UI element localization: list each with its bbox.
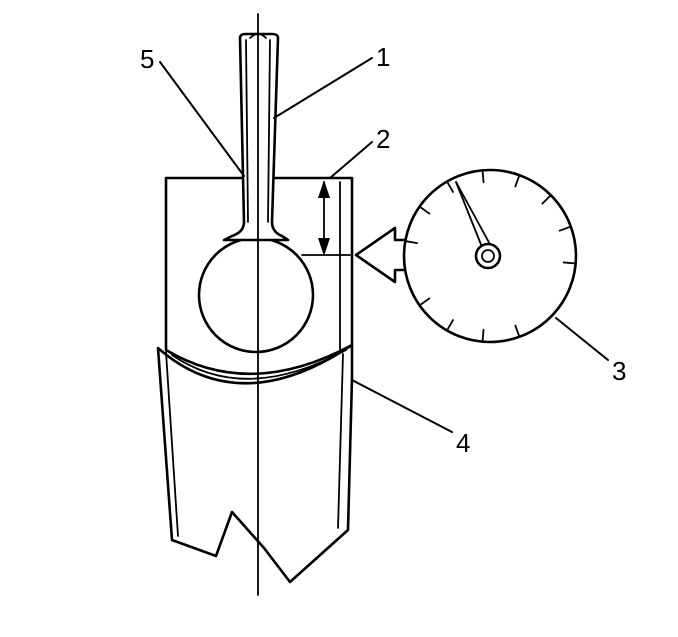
- dial-tick: [418, 205, 431, 215]
- callout-5: 5: [140, 44, 154, 74]
- pointer-arrow: [354, 226, 412, 284]
- slot-tool: [222, 32, 290, 242]
- leader-1: [273, 57, 373, 119]
- dial-tick: [481, 328, 485, 343]
- bore-circle: [197, 236, 315, 354]
- dial-tick: [418, 297, 431, 307]
- callout-3: 3: [612, 356, 626, 386]
- dial-gauge-icon: [402, 168, 578, 344]
- dial-tick: [558, 225, 572, 232]
- dial-tick: [541, 194, 552, 205]
- callout-4: 4: [456, 428, 470, 458]
- dial-tick: [404, 240, 419, 245]
- leader-2: [329, 141, 373, 179]
- dial-tick: [514, 324, 521, 338]
- leader-5: [159, 61, 245, 177]
- callout-2: 2: [376, 124, 390, 154]
- leader-3: [555, 317, 609, 361]
- callout-1: 1: [376, 42, 390, 72]
- dimension-arrow: [301, 180, 351, 256]
- leader-4: [351, 379, 453, 433]
- dial-tick: [446, 319, 454, 332]
- dial-tick: [514, 174, 521, 188]
- outer-housing: [156, 343, 354, 584]
- dial-tick: [562, 261, 577, 265]
- dial-tick: [446, 180, 454, 193]
- dial-tick: [481, 169, 485, 184]
- dial-ticks: [404, 169, 577, 343]
